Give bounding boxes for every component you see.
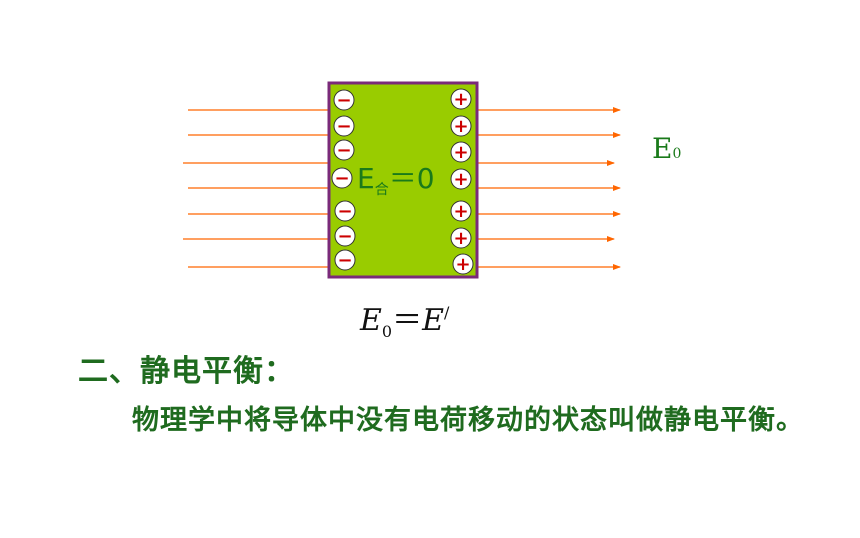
- external-field-e: E: [652, 132, 672, 165]
- equation-right: E: [421, 303, 444, 338]
- external-field-sub: 0: [672, 146, 681, 162]
- positive-charge: +: [450, 168, 472, 190]
- negative-sign: −: [336, 116, 351, 137]
- negative-charge: −: [334, 225, 356, 247]
- equation-right-sup: /: [444, 303, 450, 322]
- negative-sign: −: [337, 201, 352, 222]
- negative-charge: −: [333, 89, 355, 111]
- equation-left-sub: 0: [382, 322, 392, 340]
- equation: E0＝E/: [359, 303, 450, 340]
- positive-sign: +: [453, 169, 468, 190]
- equation-equals: ＝: [392, 303, 422, 338]
- positive-charge: +: [452, 253, 474, 275]
- equation-left: E: [359, 303, 382, 338]
- negative-charge: −: [333, 139, 355, 161]
- positive-charge: +: [450, 227, 472, 249]
- section-heading: 二、静电平衡：: [78, 354, 295, 389]
- negative-charge: −: [334, 200, 356, 222]
- internal-field-sub: 合: [375, 182, 389, 198]
- positive-charge: +: [450, 115, 472, 137]
- positive-charge: +: [450, 88, 472, 110]
- field-lines-right: [478, 107, 621, 270]
- internal-field-e: E: [357, 162, 375, 195]
- negative-sign: −: [336, 90, 351, 111]
- field-lines-left: [183, 109, 330, 268]
- positive-sign: +: [453, 201, 468, 222]
- negative-sign: −: [337, 250, 352, 271]
- external-field-label: E0: [652, 132, 681, 165]
- negative-sign: −: [337, 226, 352, 247]
- positive-charge: +: [450, 200, 472, 222]
- negative-sign: −: [334, 168, 349, 189]
- internal-field-value: ＝0: [389, 162, 435, 195]
- positive-sign: +: [453, 116, 468, 137]
- negative-sign: −: [336, 140, 351, 161]
- negative-charge: −: [333, 115, 355, 137]
- positive-sign: +: [455, 254, 470, 275]
- negative-charge: −: [334, 249, 356, 271]
- internal-field-label: E合＝0: [357, 162, 435, 198]
- electrostatic-diagram: − − − − − − − + + + + + + + E合＝0 E0 E0＝E…: [183, 81, 681, 340]
- definition-text: 物理学中将导体中没有电荷移动的状态叫做静电平衡。: [132, 405, 804, 436]
- negative-charges: − − − − − − −: [331, 89, 356, 271]
- positive-sign: +: [453, 142, 468, 163]
- positive-charges: + + + + + + +: [450, 88, 474, 275]
- positive-charge: +: [450, 141, 472, 163]
- positive-sign: +: [453, 89, 468, 110]
- positive-sign: +: [453, 228, 468, 249]
- negative-charge: −: [331, 167, 353, 189]
